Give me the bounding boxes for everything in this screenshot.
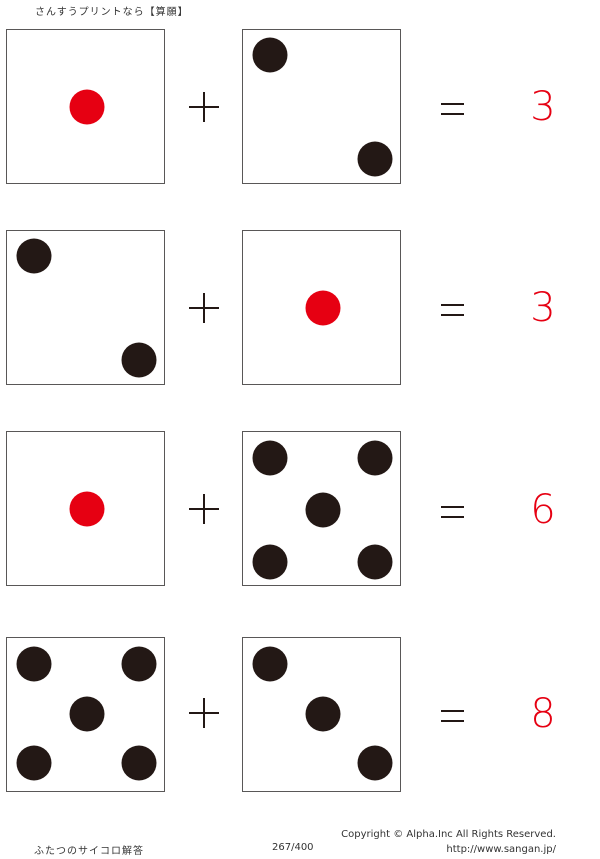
pip (16, 238, 52, 274)
pip-red (69, 491, 105, 527)
pip (252, 440, 288, 476)
pip (252, 646, 288, 682)
pip-red (305, 290, 341, 326)
plus-sign (189, 92, 219, 122)
plus-sign (189, 698, 219, 728)
die-face-five (6, 637, 165, 792)
pip (121, 745, 157, 781)
pip (305, 492, 341, 528)
equals-sign (441, 103, 464, 115)
die-face-two (6, 230, 165, 385)
pip (357, 440, 393, 476)
die-face-one (6, 431, 165, 586)
die-face-one (6, 29, 165, 184)
plus-sign (189, 293, 219, 323)
pip (305, 696, 341, 732)
answer: 8 (530, 691, 556, 737)
pip (357, 141, 393, 177)
answer: 3 (530, 285, 556, 331)
footer-worksheet-title: ふたつのサイコロ解答 (34, 846, 144, 857)
answer: 6 (530, 487, 556, 533)
site-url: http://www.sangan.jp/ (446, 844, 556, 855)
pip (16, 745, 52, 781)
pip (357, 745, 393, 781)
pip (16, 646, 52, 682)
die-face-three (242, 637, 401, 792)
die-face-five (242, 431, 401, 586)
equals-sign (441, 304, 464, 316)
copyright-text: Copyright © Alpha.Inc All Rights Reserve… (341, 829, 556, 840)
pip (121, 342, 157, 378)
plus-sign (189, 494, 219, 524)
die-face-one (242, 230, 401, 385)
pip (252, 544, 288, 580)
equals-sign (441, 506, 464, 518)
header-title: さんすうプリントなら【算願】 (35, 7, 189, 18)
pip (69, 696, 105, 732)
page-number: 267/400 (272, 842, 314, 853)
pip (357, 544, 393, 580)
pip-red (69, 89, 105, 125)
die-face-two (242, 29, 401, 184)
answer: 3 (530, 84, 556, 130)
pip (121, 646, 157, 682)
pip (252, 37, 288, 73)
equals-sign (441, 710, 464, 722)
